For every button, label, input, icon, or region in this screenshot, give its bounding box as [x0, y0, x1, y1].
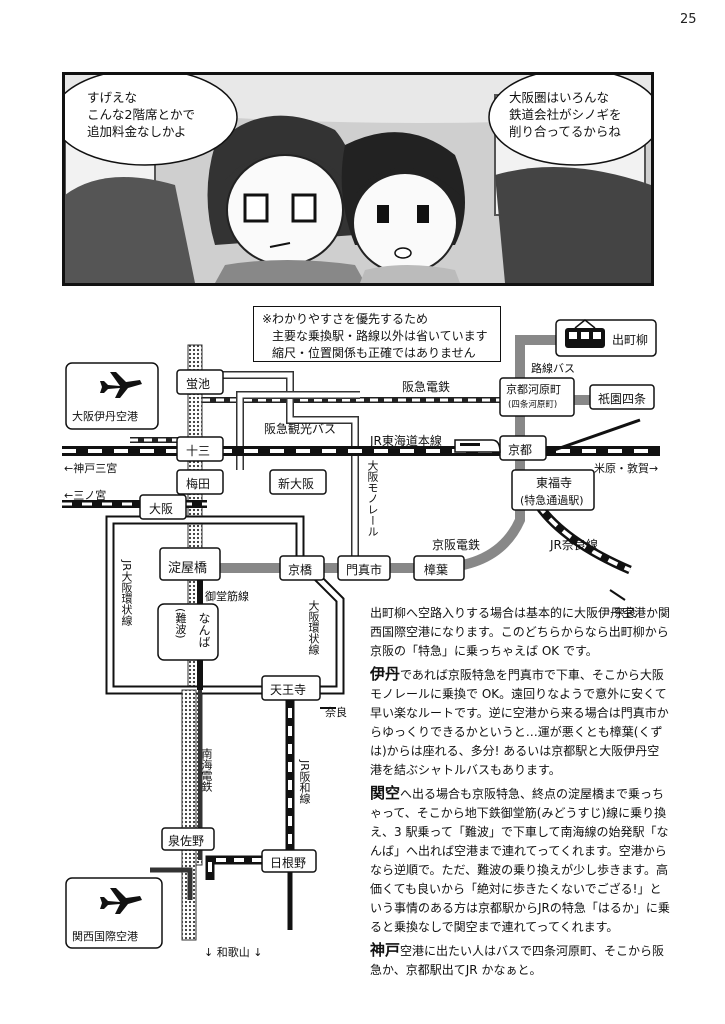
station-yodoyabashi: 淀屋橋 — [168, 561, 208, 576]
line-jr-loop2: 大阪環状線 — [307, 600, 320, 655]
map-note-line1: ※わかりやすさを優先するため — [262, 312, 429, 326]
station-kyoto: 京都 — [508, 443, 533, 457]
station-kyobashi: 京橋 — [288, 563, 313, 577]
line-jr-nara: JR奈良線 — [550, 538, 598, 552]
station-kawaramachi: 京都河原町 — [506, 383, 561, 396]
direction-nara-1: 奈良 — [614, 606, 636, 619]
line-jr-loop: JR大阪環状線 — [120, 560, 133, 626]
station-umeda: 梅田 — [186, 477, 211, 491]
comic-panel: すげえな こんな2階席とかで 追加料金なしかよ 大阪圏はいろんな 鉄道会社がシノ… — [62, 72, 654, 286]
shinkansen-icon — [454, 439, 501, 453]
map-note: ※わかりやすさを優先するため 主要な乗換駅・路線以外は省いています 縮尺・位置関… — [253, 306, 501, 362]
direction-wakayama: ↓ 和歌山 ↓ — [204, 946, 263, 959]
airplane-icon — [100, 372, 142, 914]
station-juso: 十三 — [186, 444, 211, 458]
station-demachi: 出町柳 — [612, 333, 649, 347]
train-icon — [565, 319, 605, 348]
article-paragraph-3: 関空へ出る場合も京阪特急、終点の淀屋橋まで乗っちゃって、そこから地下鉄御堂筋(み… — [370, 784, 670, 934]
article-lead-itami: 伊丹 — [370, 665, 401, 683]
line-jr-tokaido: JR東海道本線 — [370, 434, 442, 448]
line-hankyu-bus: 阪急観光バス — [264, 422, 337, 436]
line-midosuji: 御堂筋線 — [205, 590, 249, 603]
station-kadoma: 門真市 — [346, 563, 383, 577]
station-hineno: 日根野 — [270, 856, 307, 870]
station-izumisano: 泉佐野 — [168, 834, 205, 848]
station-tennoji: 天王寺 — [270, 683, 307, 697]
line-jr-hanwa: JR阪和線 — [298, 760, 311, 804]
station-tofukuji-sub: (特急通過駅) — [520, 494, 584, 507]
station-shinosaka: 新大阪 — [278, 477, 315, 491]
jr-loop-line — [105, 515, 345, 695]
article-paragraph-4: 神戸空港に出たい人はバスで四条河原町、そこから阪急か、京都駅出てJR かなぁと。 — [370, 941, 665, 977]
article-lead-kanku: 関空 — [370, 784, 401, 802]
station-osaka: 大阪 — [149, 502, 174, 516]
article-lead-kobe: 神戸 — [370, 941, 401, 959]
line-osaka-monorail: 大阪モノレール — [366, 460, 379, 537]
airport-kansai: 関西国際空港 — [72, 930, 138, 943]
station-gion: 祇園四条 — [598, 392, 647, 406]
line-hankyu: 阪急電鉄 — [402, 380, 451, 394]
direction-sannomiya: ←三ノ宮 — [64, 489, 107, 502]
direction-nara-2: 奈良 — [325, 706, 347, 719]
article-paragraph-2: 伊丹であれば京阪特急を門真市で下車、そこから大阪モノレールに乗換で OK。遠回り… — [370, 665, 669, 777]
station-namba: なんば — [197, 612, 211, 648]
speech-bubble-right: 大阪圏はいろんな 鉄道会社がシノギを 削り合ってるからね — [509, 90, 622, 139]
map-note-line3: 縮尺・位置関係も正確ではありません — [272, 346, 476, 360]
line-nankai: 南海電鉄 — [200, 748, 213, 792]
article-text: 出町柳へ空路入りする場合は基本的に大阪伊丹空港か関西国際空港になります。このどち… — [370, 604, 670, 984]
comic-illustration — [65, 75, 651, 283]
article-paragraph-1: 出町柳へ空路入りする場合は基本的に大阪伊丹空港か関西国際空港になります。このどち… — [370, 606, 671, 658]
station-kuzuha: 樟葉 — [424, 563, 449, 577]
station-namba-paren: (難波) — [174, 608, 187, 639]
line-rosen-bus: 路線バス — [531, 362, 575, 375]
station-hotarugaike: 蛍池 — [186, 377, 211, 391]
direction-maibara: 米原・敦賀→ — [594, 462, 659, 475]
airport-itami: 大阪伊丹空港 — [72, 410, 138, 423]
direction-kobe-sannomiya: ←神戸三宮 — [64, 462, 118, 475]
station-kawaramachi-sub: (四条河原町) — [508, 400, 558, 410]
line-keihan: 京阪電鉄 — [432, 538, 481, 552]
station-tofukuji: 東福寺 — [536, 476, 573, 490]
speech-bubble-left: すげえな こんな2階席とかで 追加料金なしかよ — [87, 90, 195, 139]
map-note-line2: 主要な乗換駅・路線以外は省いています — [272, 329, 488, 343]
page-number: 25 — [680, 12, 697, 27]
